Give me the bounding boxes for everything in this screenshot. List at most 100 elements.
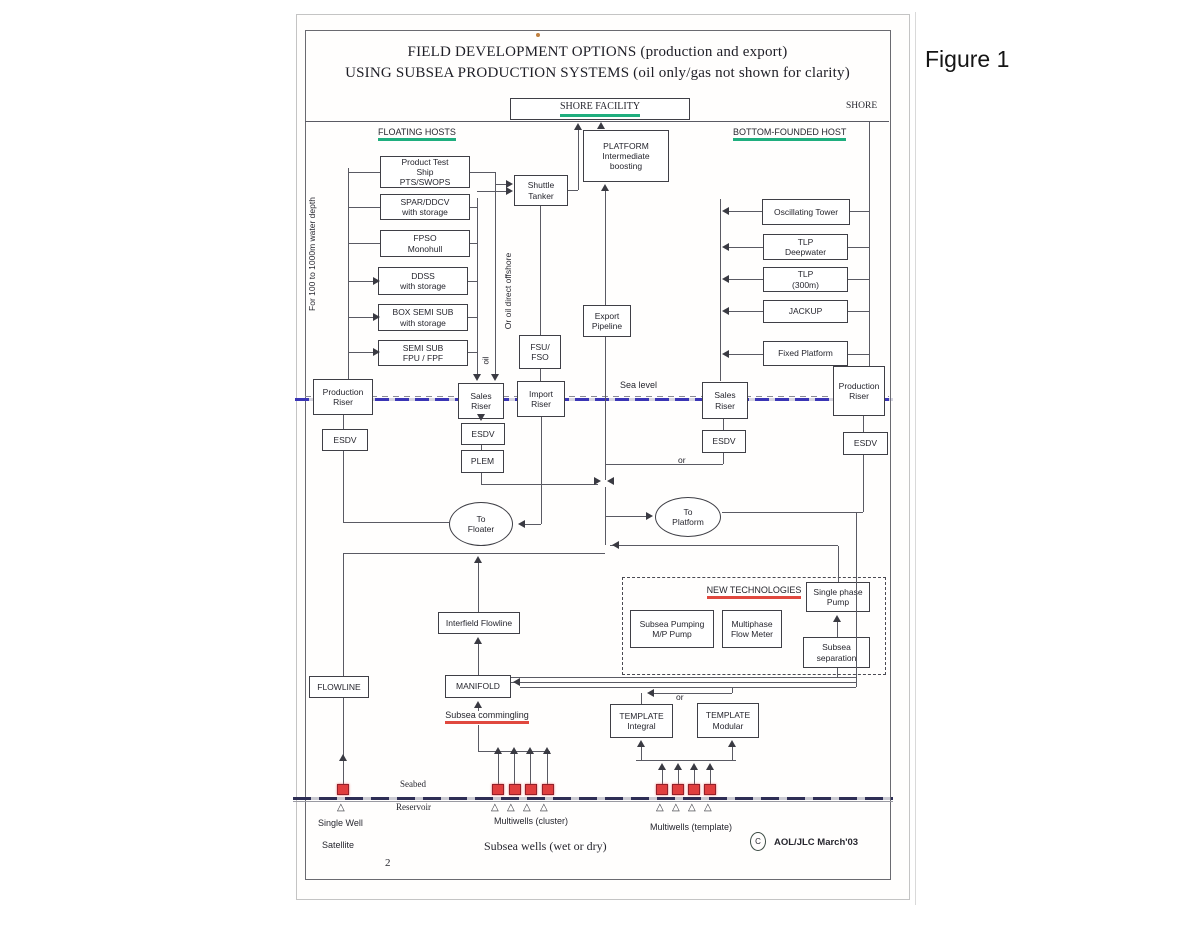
- scan-edge: [915, 12, 916, 905]
- connector-line: [722, 512, 863, 513]
- arrowhead: [373, 348, 380, 356]
- node-oscillating-tower: Oscillating Tower: [762, 199, 850, 225]
- bottom-founded-host-header-text: BOTTOM-FOUNDED HOST: [733, 127, 847, 141]
- connector-line: [547, 754, 548, 784]
- connector-line: [694, 770, 695, 784]
- connector-line: [470, 172, 495, 173]
- wellhead: [704, 784, 716, 795]
- node-semi-sub-fpu: SEMI SUB FPU / FPF: [378, 340, 468, 366]
- figure-label: Figure 1: [925, 46, 1010, 72]
- multiwells-cluster-label: Multiwells (cluster): [494, 816, 569, 826]
- arrowhead: [722, 350, 729, 358]
- connector-line: [481, 484, 598, 485]
- connector-line: [863, 416, 864, 432]
- new-technologies-header-text: NEW TECHNOLOGIES: [706, 585, 802, 599]
- arrowhead: [597, 122, 605, 129]
- connector-line: [348, 352, 373, 353]
- connector-line: [636, 760, 736, 761]
- node-to-platform: To Platform: [655, 497, 721, 537]
- wellhead: [337, 784, 349, 795]
- node-tlp-deepwater: TLP Deepwater: [763, 234, 848, 260]
- connector-line: [481, 473, 482, 484]
- arrowhead: [574, 123, 582, 130]
- shore-facility-label: SHORE FACILITY: [559, 101, 641, 117]
- node-esdv-right: ESDV: [702, 430, 746, 453]
- connector-line: [869, 122, 870, 366]
- scan-speck: [536, 33, 540, 37]
- shore-facility-box: SHORE FACILITY: [510, 98, 690, 120]
- wellhead: [672, 784, 684, 795]
- arrowhead: [646, 512, 653, 520]
- connector-line: [568, 190, 578, 191]
- connector-line: [710, 770, 711, 784]
- connector-line: [641, 693, 642, 704]
- or-label-template: or: [676, 692, 684, 702]
- oil-direct-label: Or oil direct offshore: [503, 252, 513, 330]
- arrowhead: [510, 747, 518, 754]
- node-production-riser-right: Production Riser: [833, 366, 885, 416]
- arrowhead: [594, 477, 601, 485]
- connector-line: [511, 677, 856, 678]
- well-triangle-icon: △: [491, 802, 499, 813]
- wellhead: [525, 784, 537, 795]
- wellhead: [542, 784, 554, 795]
- connector-line: [495, 184, 506, 185]
- connector-line: [662, 770, 663, 784]
- node-fsu-fso: FSU/ FSO: [519, 335, 561, 369]
- floating-hosts-header-text: FLOATING HOSTS: [378, 127, 456, 141]
- connector-line: [726, 354, 763, 355]
- connector-line: [468, 281, 477, 282]
- connector-line: [498, 754, 499, 784]
- arrowhead: [674, 763, 682, 770]
- connector-line: [723, 419, 724, 430]
- connector-line: [348, 172, 380, 173]
- node-single-phase-pump: Single phase Pump: [806, 582, 870, 612]
- node-fpso-monohull: FPSO Monohull: [380, 230, 470, 257]
- arrowhead: [722, 207, 729, 215]
- arrowhead: [601, 184, 609, 191]
- multiwells-template-label: Multiwells (template): [650, 822, 733, 832]
- connector-line: [605, 337, 606, 480]
- connector-line: [348, 168, 349, 379]
- title-line-1: FIELD DEVELOPMENT OPTIONS (production an…: [407, 44, 788, 60]
- arrowhead: [506, 187, 513, 195]
- connector-line: [343, 522, 449, 523]
- node-multiphase-flow-meter: Multiphase Flow Meter: [722, 610, 782, 648]
- connector-line: [726, 279, 763, 280]
- node-esdv-center: ESDV: [461, 423, 505, 445]
- well-triangle-icon: △: [507, 802, 515, 813]
- new-technologies-header: NEW TECHNOLOGIES: [622, 585, 886, 599]
- floating-hosts-header: FLOATING HOSTS: [378, 127, 456, 141]
- arrowhead: [722, 307, 729, 315]
- connector-line: [652, 693, 732, 694]
- node-production-riser-left: Production Riser: [313, 379, 373, 415]
- connector-line: [477, 191, 506, 192]
- connector-line: [541, 417, 542, 524]
- connector-line: [348, 243, 380, 244]
- arrowhead: [474, 556, 482, 563]
- node-sales-riser-right: Sales Riser: [702, 382, 748, 419]
- arrowhead: [526, 747, 534, 754]
- arrowhead: [473, 374, 481, 381]
- oil-label: oil: [481, 356, 491, 365]
- node-jackup: JACKUP: [763, 300, 848, 323]
- node-box-semi-sub: BOX SEMI SUB with storage: [378, 304, 468, 331]
- node-template-integral: TEMPLATE Integral: [610, 704, 673, 738]
- arrowhead: [506, 180, 513, 188]
- connector-line: [470, 243, 477, 244]
- connector-line: [478, 725, 479, 751]
- connector-line: [305, 121, 889, 122]
- connector-line: [343, 553, 344, 676]
- connector-line: [343, 451, 344, 522]
- single-well-label: Single Well: [318, 818, 363, 828]
- node-esdv-left: ESDV: [322, 429, 368, 451]
- connector-line: [540, 369, 541, 381]
- water-depth-label: For 100 to 1000m water depth: [307, 197, 317, 311]
- arrowhead: [373, 313, 380, 321]
- node-product-test-ship: Product Test Ship PTS/SWOPS: [380, 156, 470, 188]
- well-triangle-icon: △: [704, 802, 712, 813]
- node-template-modular: TEMPLATE Modular: [697, 703, 759, 738]
- wellhead: [509, 784, 521, 795]
- connector-line: [856, 512, 857, 687]
- node-interfield-flowline: Interfield Flowline: [438, 612, 520, 634]
